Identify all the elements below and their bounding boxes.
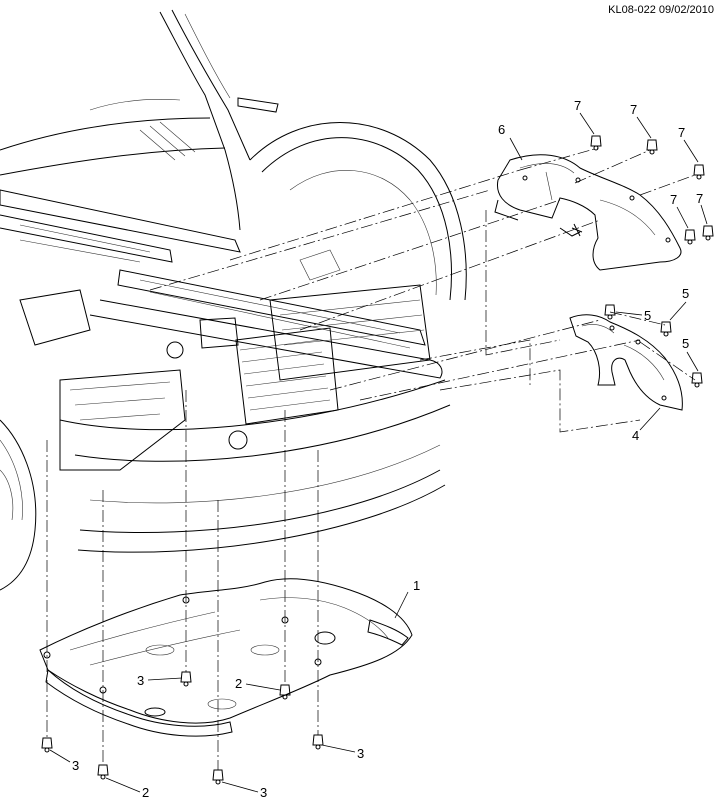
bolt-5a-icon <box>604 304 616 320</box>
callout-part-5: 5 <box>644 308 651 323</box>
callout-part-7: 7 <box>630 102 637 117</box>
callout-part-2: 2 <box>235 676 242 691</box>
callout-part-3: 3 <box>260 785 267 800</box>
vehicle-body-lineart <box>0 9 467 591</box>
callout-part-7: 7 <box>670 192 677 207</box>
bolt-7d-icon <box>684 229 696 245</box>
callout-part-7: 7 <box>574 98 581 113</box>
bolt-7a-icon <box>590 135 602 151</box>
callout-part-3: 3 <box>137 673 144 688</box>
splash-shield-upper-part-6 <box>494 154 682 271</box>
bolt-3d-icon <box>312 734 324 750</box>
bolt-5b-icon <box>660 321 672 337</box>
callout-part-1: 1 <box>413 578 420 593</box>
bolt-3b-icon <box>180 671 192 687</box>
callout-part-7: 7 <box>678 125 685 140</box>
callout-part-4: 4 <box>632 428 639 443</box>
fasteners <box>41 135 714 785</box>
bolt-7b-icon <box>646 139 658 155</box>
splash-shield-lower-part-4 <box>569 314 683 411</box>
bolt-2a-icon <box>97 764 109 780</box>
callout-labels: 1 2 2 3 3 3 3 4 5 5 5 6 7 7 7 7 7 <box>72 98 703 800</box>
bolt-3c-icon <box>212 769 224 785</box>
callout-part-3: 3 <box>72 758 79 773</box>
leader-lines <box>49 112 708 793</box>
bolt-3a-icon <box>41 737 53 753</box>
bolt-7c-icon <box>693 164 705 180</box>
callout-part-7: 7 <box>696 191 703 206</box>
bolt-5c-icon <box>691 372 703 388</box>
underbody-shield-part-1 <box>39 578 413 737</box>
drawing-id-label: KL08-022 09/02/2010 <box>608 4 714 16</box>
callout-part-5: 5 <box>682 336 689 351</box>
callout-part-2: 2 <box>142 785 149 800</box>
callout-part-5: 5 <box>682 286 689 301</box>
callout-part-6: 6 <box>498 122 505 137</box>
callout-part-3: 3 <box>357 746 364 761</box>
bolt-2b-icon <box>279 684 291 700</box>
bolt-7e-icon <box>702 225 714 241</box>
